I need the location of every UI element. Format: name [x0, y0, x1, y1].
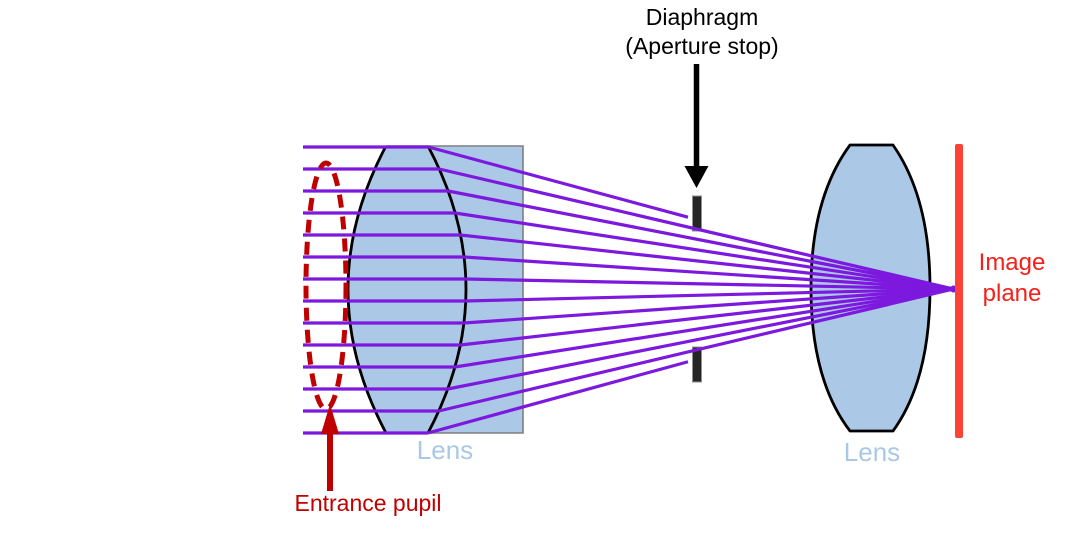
- lens-left-box-edge: [386, 145, 524, 434]
- diaphragm-top-bar: [692, 195, 702, 232]
- ray-refracted: [438, 287, 954, 413]
- image-plane-label-line1: Image: [978, 249, 1046, 276]
- diaphragm-arrow-head: [684, 166, 709, 188]
- ray-refracted: [460, 287, 954, 347]
- ray-refracted: [428, 145, 689, 219]
- lens-left-label: Lens: [416, 435, 474, 465]
- entrance-pupil-dashed-ellipse: [303, 160, 349, 412]
- ray-refracted: [438, 167, 954, 291]
- ray-refracted: [465, 287, 954, 303]
- ray-refracted: [463, 287, 954, 325]
- image-plane-line: [955, 144, 963, 438]
- entrance-pupil-arrow-head: [321, 404, 339, 434]
- diaphragm-label-line2: (Aperture stop): [625, 33, 779, 59]
- entrance-pupil-arrow: [321, 404, 339, 491]
- ray-refracted: [454, 211, 954, 291]
- ray-refracted: [447, 189, 954, 291]
- ray-refracted: [447, 287, 954, 391]
- image-plane-label-line2: plane: [982, 280, 1042, 307]
- ray-refracted: [454, 287, 954, 369]
- diaphragm-arrow: [684, 64, 709, 188]
- image-plane-bar: [955, 144, 963, 438]
- lens-right-label: Lens: [843, 437, 901, 467]
- diaphragm-label: Diaphragm (Aperture stop): [625, 3, 778, 61]
- entrance-pupil-label: Entrance pupil: [294, 490, 442, 516]
- ray-refracted: [460, 233, 954, 291]
- ray-refracted: [427, 360, 689, 435]
- diaphragm-label-line1: Diaphragm: [645, 4, 759, 30]
- entrance-pupil-ellipse: [303, 160, 349, 412]
- image-plane-label: Image plane: [979, 247, 1046, 309]
- lens-left-back-surface: [426, 145, 468, 434]
- diaphragm-bars: [692, 195, 702, 383]
- ray-refracted: [465, 277, 954, 291]
- diaphragm-bottom-bar: [692, 346, 702, 383]
- light-rays: [303, 145, 957, 435]
- ray-refracted: [463, 255, 954, 291]
